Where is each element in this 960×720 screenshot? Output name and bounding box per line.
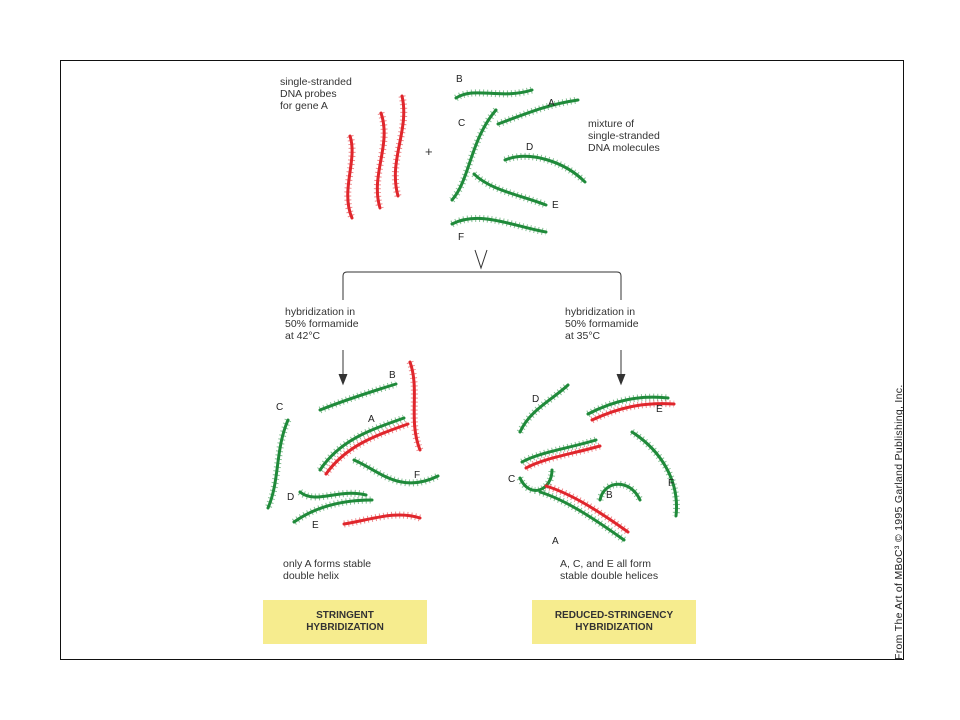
stringent-label-box: STRINGENT HYBRIDIZATION xyxy=(263,600,427,644)
probe-strand xyxy=(408,360,422,452)
probe-strand xyxy=(346,134,354,220)
credit-line: From The Art of MBoC³ © 1995 Garland Pub… xyxy=(893,384,905,660)
probe-strand xyxy=(393,94,406,198)
strand-e xyxy=(472,172,548,207)
strand-c xyxy=(266,418,290,510)
strand-d xyxy=(298,490,368,499)
label-a: A xyxy=(548,98,555,109)
strand-f xyxy=(630,430,679,518)
right-condition: hybridization in 50% formamide at 35°C xyxy=(565,306,639,342)
label-f: F xyxy=(458,232,465,243)
strand-d xyxy=(503,155,587,184)
probe-strands xyxy=(344,94,408,220)
right-result: A, C, and E all form stable double helic… xyxy=(560,558,659,582)
strand-a xyxy=(496,98,580,126)
strand-d xyxy=(518,383,570,434)
strand-f xyxy=(450,216,548,234)
strand-e-hybrid xyxy=(586,395,670,416)
figure-frame xyxy=(60,60,904,660)
probe-hybrid xyxy=(544,484,630,534)
label-b: B xyxy=(456,74,463,85)
strand-b xyxy=(598,482,642,502)
label-b: B xyxy=(606,490,613,501)
strand-curl xyxy=(518,468,554,492)
probe-hybrid xyxy=(324,422,410,476)
left-result: only A forms stable double helix xyxy=(283,558,372,582)
strand-f xyxy=(352,458,440,485)
reduced-stringency-result xyxy=(516,382,681,543)
mixture-strands xyxy=(449,86,588,236)
label-b: B xyxy=(389,370,396,381)
label-d: D xyxy=(287,492,295,503)
strand-b xyxy=(454,88,534,100)
strand-c-hybrid xyxy=(520,438,598,464)
label-a: A xyxy=(552,536,559,547)
strand-c xyxy=(450,108,498,202)
label-c: C xyxy=(276,402,284,413)
label-d: D xyxy=(532,394,540,405)
label-e: E xyxy=(656,404,663,415)
strand-a-hybrid xyxy=(318,416,406,472)
label-c: C xyxy=(458,118,466,129)
reduced-stringency-label-box: REDUCED-STRINGENCY HYBRIDIZATION xyxy=(532,600,696,644)
strand-e xyxy=(292,498,374,524)
strand-a-hybrid xyxy=(538,490,626,542)
label-f: F xyxy=(414,470,421,481)
left-condition: hybridization in 50% formamide at 42°C xyxy=(285,306,359,342)
label-a: A xyxy=(368,414,375,425)
label-e: E xyxy=(552,200,559,211)
probe-strand xyxy=(375,111,386,210)
plus-sign: + xyxy=(425,144,433,159)
mixture-label: mixture of single-stranded DNA molecules xyxy=(588,118,660,154)
strand-b xyxy=(318,382,398,412)
probe-hybrid xyxy=(524,444,602,470)
probe-hybrid xyxy=(590,402,676,422)
probes-label: single-stranded DNA probes for gene A xyxy=(280,76,352,112)
stringent-result xyxy=(264,360,440,528)
label-d: D xyxy=(526,142,534,153)
probe-strand xyxy=(342,513,422,526)
branch-connector xyxy=(338,249,626,386)
label-e: E xyxy=(312,520,319,531)
label-c: C xyxy=(508,474,516,485)
label-f: F xyxy=(668,478,675,489)
